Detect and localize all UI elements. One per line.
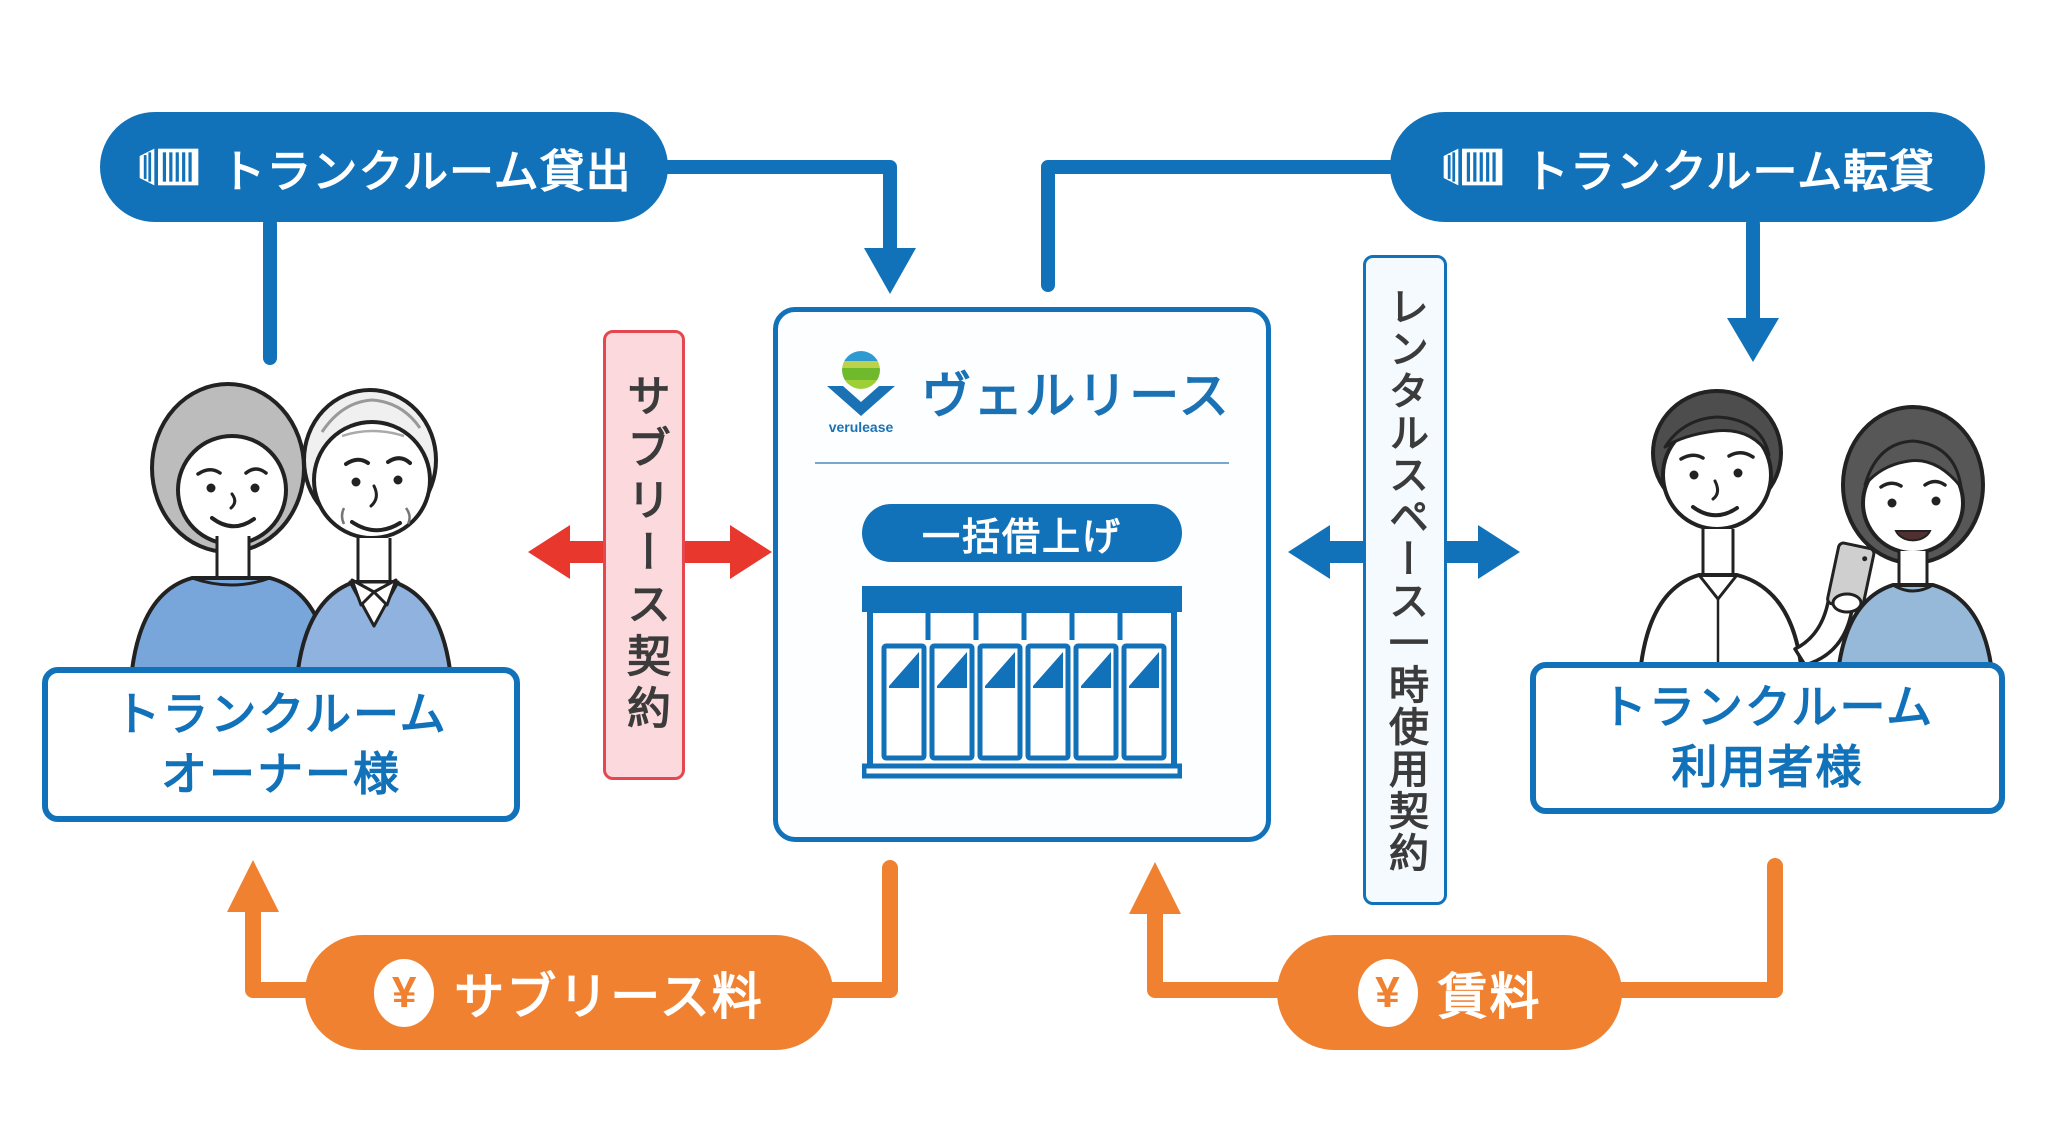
sublease-fee-pill: ¥ サブリース料	[305, 935, 833, 1050]
user-woman	[1837, 405, 1993, 665]
pill-trunkroom-sublet: トランクルーム転貸	[1390, 112, 1985, 222]
owner-label-line1: トランクルーム	[114, 687, 448, 740]
line-rent-to-verulease	[1147, 904, 1285, 998]
owner-woman	[130, 382, 332, 670]
sublease-contract-label: サブリース契約	[620, 373, 669, 737]
yen-circle-icon: ¥	[1357, 958, 1418, 1027]
user-label-line1: トランクルーム	[1600, 681, 1935, 734]
line-fee-to-owner	[245, 900, 313, 998]
arrowhead-up-verulease	[1129, 862, 1181, 914]
line-verulease-to-sublet	[1041, 160, 1397, 292]
rent-label: 賃料	[1437, 968, 1542, 1025]
sublease-contract-box: サブリース契約	[603, 330, 685, 780]
line-verulease-to-fee	[825, 860, 898, 998]
rental-contract-label: レンタルスペース一時使用契約	[1383, 286, 1427, 874]
sublease-fee-label: サブリース料	[454, 968, 764, 1025]
verulease-box: verulease ヴェルリース 一括借上げ	[773, 307, 1271, 842]
user-man	[1639, 389, 1876, 665]
pill-trunkroom-lend-label: トランクルーム貸出	[220, 145, 632, 197]
storage-illustration-wrap	[862, 586, 1182, 781]
owner-label-line2: オーナー様	[161, 747, 401, 800]
rent-pill: ¥ 賃料	[1277, 935, 1622, 1050]
arrowhead-down-verulease	[864, 248, 916, 294]
arrowhead-down-users	[1727, 318, 1779, 362]
owner-man	[296, 388, 452, 670]
owner-label-box: トランクルーム オーナー様	[42, 667, 520, 822]
pill-trunkroom-sublet-label: トランクルーム転貸	[1523, 145, 1936, 197]
storage-units-illustration	[862, 586, 1182, 779]
yen-circle-icon: ¥	[374, 958, 435, 1027]
rental-contract-box: レンタルスペース一時使用契約	[1363, 255, 1447, 905]
bulk-lease-pill: 一括借上げ	[862, 504, 1182, 562]
container-icon	[140, 148, 199, 186]
verulease-brand-jp: ヴェルリース	[921, 368, 1231, 424]
verulease-logo: verulease	[827, 351, 896, 435]
user-label-line2: 利用者様	[1671, 741, 1864, 793]
container-icon	[1443, 148, 1503, 186]
elderly-couple-illustration	[130, 382, 452, 670]
line-lend-to-verulease	[661, 160, 897, 257]
user-label-box: トランクルーム 利用者様	[1530, 662, 2005, 814]
pill-trunkroom-lend: トランクルーム貸出	[100, 112, 668, 222]
verulease-logo-row: verulease ヴェルリース	[813, 348, 1231, 436]
arrowhead-up-owner	[227, 860, 279, 912]
divider	[815, 462, 1229, 464]
line-users-to-rent	[1614, 858, 1783, 998]
young-couple-illustration	[1639, 389, 1993, 665]
verulease-wordmark: verulease	[829, 419, 894, 435]
